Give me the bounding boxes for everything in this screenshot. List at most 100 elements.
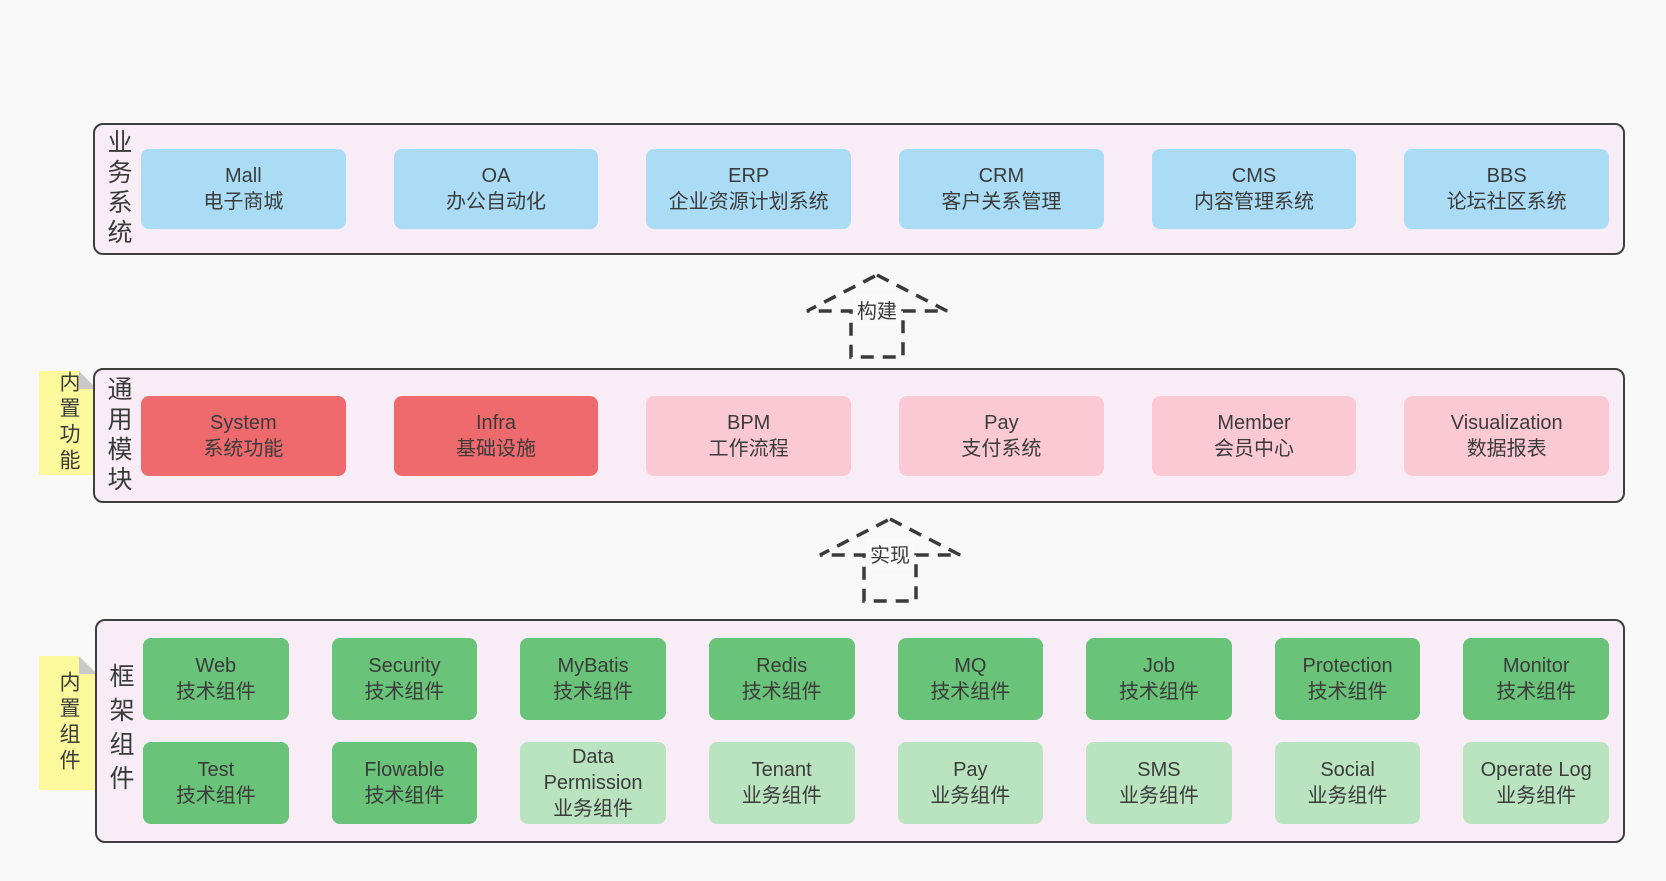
box-test: Test 技术组件	[143, 742, 289, 824]
box-name: BPM	[727, 411, 771, 434]
box-redis: Redis 技术组件	[708, 638, 855, 720]
box-subtitle: 办公自动化	[446, 191, 546, 213]
box-sms: SMS 业务组件	[1086, 742, 1232, 824]
section-label-common-modules: 通用模块	[104, 375, 132, 496]
box-name: Pay	[953, 759, 988, 781]
box-name: Tenant	[751, 759, 812, 781]
box-monitor: Monitor 技术组件	[1463, 638, 1609, 720]
box-name: Infra	[475, 411, 517, 434]
box-subtitle: 会员中心	[1214, 437, 1295, 460]
box-tenant: Tenant 业务组件	[708, 742, 855, 824]
box-name: Member	[1217, 411, 1291, 434]
box-name: SMS	[1137, 759, 1181, 781]
box-subtitle: 业务组件	[741, 785, 822, 807]
sticky-note-label: 内置功能	[57, 371, 80, 475]
box-subtitle: 客户关系管理	[941, 191, 1062, 213]
box-oa: OA 办公自动化	[393, 149, 599, 229]
box-subtitle: 技术组件	[930, 681, 1011, 703]
box-name: Social	[1320, 759, 1375, 781]
sticky-note-builtin-components: 内置组件	[39, 656, 97, 790]
implement-arrow-label: 实现	[866, 538, 914, 569]
box-name: CRM	[978, 165, 1025, 187]
box-name: OA	[481, 165, 511, 187]
box-subtitle: 业务组件	[553, 798, 634, 820]
sticky-note-label: 内置组件	[57, 671, 80, 775]
box-subtitle: 技术组件	[1307, 681, 1388, 703]
box-subtitle: 技术组件	[364, 681, 445, 703]
box-data-permission: Data Permission 业务组件	[520, 742, 666, 824]
box-visualization: Visualization 数据报表	[1404, 395, 1610, 476]
box-pay: Pay 业务组件	[897, 742, 1044, 824]
box-flowable: Flowable 技术组件	[331, 742, 478, 824]
box-name: Visualization	[1450, 411, 1563, 434]
box-job: Job 技术组件	[1086, 638, 1232, 720]
box-name: Security	[368, 655, 441, 677]
box-name: Mall	[225, 165, 262, 187]
box-subtitle: 数据报表	[1466, 437, 1547, 460]
box-bbs: BBS 论坛社区系统	[1404, 149, 1610, 229]
box-mybatis: MyBatis 技术组件	[520, 638, 666, 720]
box-name: ERP	[728, 165, 770, 187]
box-subtitle: 技术组件	[741, 681, 822, 703]
box-subtitle: 技术组件	[553, 681, 634, 703]
box-subtitle: 基础设施	[456, 437, 536, 460]
box-name: Data Permission	[543, 746, 643, 794]
box-subtitle: 业务组件	[1496, 785, 1577, 807]
box-subtitle: 论坛社区系统	[1446, 191, 1567, 213]
box-name: BBS	[1486, 165, 1527, 187]
box-crm: CRM 客户关系管理	[899, 149, 1104, 229]
box-pay: Pay 支付系统	[899, 395, 1104, 476]
box-web: Web 技术组件	[143, 638, 289, 720]
box-mq: MQ 技术组件	[897, 638, 1044, 720]
box-name: Pay	[984, 411, 1019, 434]
box-erp: ERP 企业资源计划系统	[646, 149, 852, 229]
box-subtitle: 技术组件	[364, 785, 445, 807]
box-name: CMS	[1231, 165, 1277, 187]
box-name: Redis	[756, 655, 808, 677]
box-subtitle: 技术组件	[175, 681, 256, 703]
sticky-note-builtin-features: 内置功能	[39, 371, 97, 475]
box-social: Social 业务组件	[1274, 742, 1421, 824]
box-subtitle: 业务组件	[1307, 785, 1388, 807]
box-operate-log: Operate Log 业务组件	[1463, 742, 1609, 824]
box-subtitle: 业务组件	[930, 785, 1011, 807]
implement-arrow: 实现	[817, 516, 963, 604]
box-name: Flowable	[364, 759, 445, 781]
box-subtitle: 技术组件	[1118, 681, 1199, 703]
section-label-business-systems: 业务系统	[104, 129, 132, 249]
box-subtitle: 支付系统	[961, 437, 1042, 460]
box-name: Web	[195, 655, 237, 677]
box-subtitle: 技术组件	[175, 785, 256, 807]
box-subtitle: 业务组件	[1118, 785, 1199, 807]
box-name: MyBatis	[557, 655, 629, 677]
box-name: Protection	[1302, 655, 1393, 677]
box-protection: Protection 技术组件	[1274, 638, 1421, 720]
box-name: Job	[1142, 655, 1176, 677]
box-subtitle: 企业资源计划系统	[668, 191, 829, 213]
box-subtitle: 技术组件	[1496, 681, 1577, 703]
build-arrow-label: 构建	[853, 294, 901, 325]
box-name: Monitor	[1502, 655, 1570, 677]
build-arrow: 构建	[804, 272, 950, 360]
box-name: Operate Log	[1480, 759, 1592, 781]
box-subtitle: 系统功能	[203, 437, 284, 460]
box-name: Test	[197, 759, 235, 781]
box-security: Security 技术组件	[331, 638, 478, 720]
box-member: Member 会员中心	[1151, 395, 1357, 476]
box-name: MQ	[954, 655, 987, 677]
